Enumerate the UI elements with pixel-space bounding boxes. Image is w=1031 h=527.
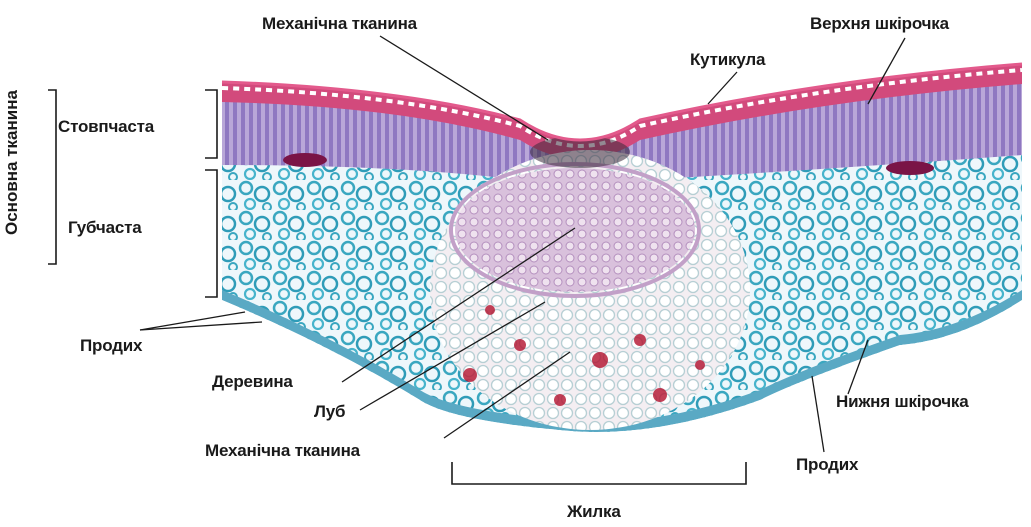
leader-cuticle	[708, 72, 737, 104]
bracket-vein	[452, 462, 746, 484]
label-ground-tissue: Основна тканина	[2, 125, 22, 235]
label-stoma-left: Продих	[80, 336, 142, 356]
label-mechanical-tissue-bottom: Механічна тканина	[205, 441, 360, 461]
label-mechanical-tissue-top: Механічна тканина	[262, 14, 417, 34]
bracket-palisade	[205, 90, 217, 158]
leader-stoma-left-a	[140, 312, 245, 330]
leader-stoma-right	[812, 376, 824, 452]
bracket-spongy	[205, 170, 217, 297]
label-spongy: Губчаста	[68, 218, 141, 238]
label-upper-epidermis: Верхня шкірочка	[810, 14, 949, 34]
label-stoma-right: Продих	[796, 455, 858, 475]
label-xylem: Деревина	[212, 372, 293, 392]
label-lower-epidermis: Нижня шкірочка	[836, 392, 968, 412]
bracket-ground-tissue	[48, 90, 56, 264]
inclusion-left	[283, 153, 327, 167]
xylem-region	[455, 168, 695, 292]
label-cuticle: Кутикула	[690, 50, 765, 70]
label-palisade: Стовпчаста	[58, 117, 154, 137]
label-phloem: Луб	[314, 402, 345, 422]
leader-stoma-left-b	[140, 322, 262, 330]
inclusion-right	[886, 161, 934, 175]
label-vein: Жилка	[567, 502, 621, 522]
